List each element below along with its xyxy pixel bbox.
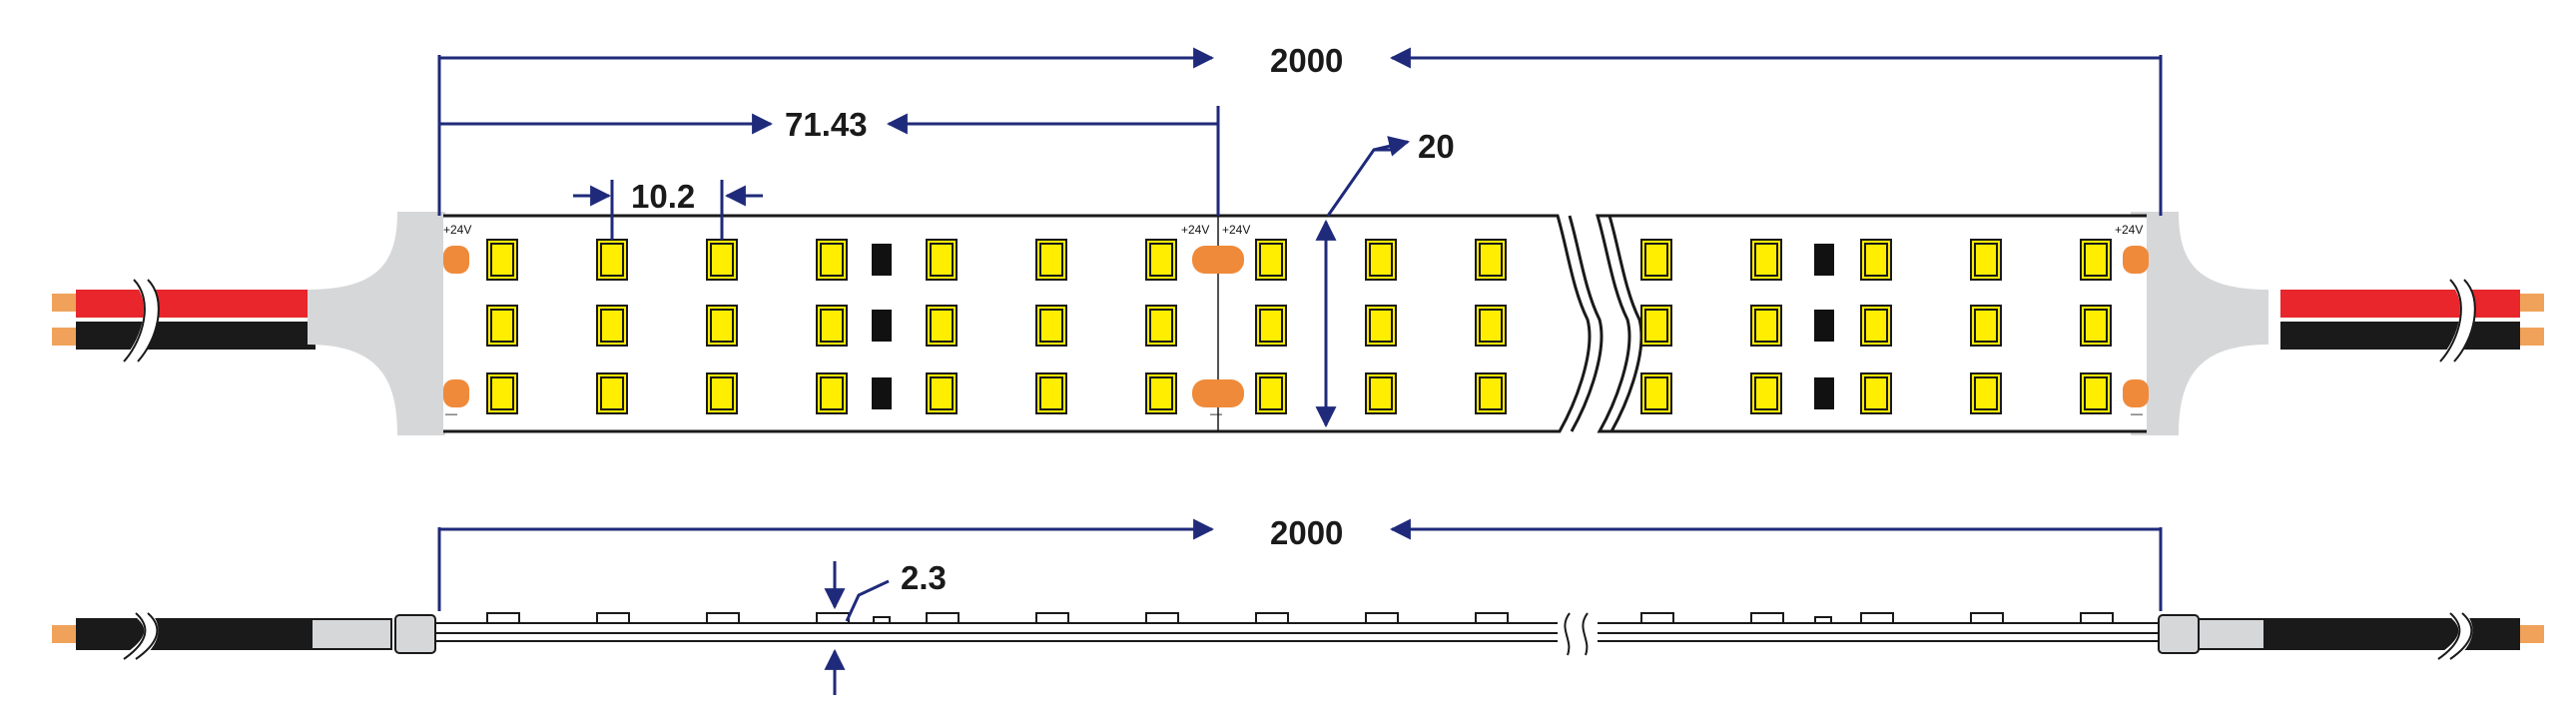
dim-total-side-label: 2000 [1270, 514, 1343, 551]
voltage-label-right: +24V [2115, 223, 2143, 237]
led-array-right [1640, 239, 2112, 414]
side-strip-profile [435, 612, 2159, 656]
dimension-led-pitch [573, 180, 763, 240]
voltage-label-left: +24V [443, 223, 471, 237]
black-wire [76, 322, 316, 350]
solder-pad [2123, 246, 2149, 274]
dim-thickness-label: 2.3 [901, 559, 947, 596]
left-end-cap [308, 212, 445, 435]
led-column [486, 239, 518, 414]
side-led-bumps [486, 612, 2114, 624]
led-array-left [486, 239, 1507, 414]
solder-pad [443, 246, 469, 274]
minus-label-right: — [2131, 406, 2143, 420]
minus-label-left: — [445, 406, 457, 420]
voltage-label-cut-left: +24V [1181, 223, 1209, 237]
dim-width-label: 20 [1418, 128, 1455, 165]
dimension-total-side [437, 518, 2163, 611]
right-end-cap [2131, 212, 2268, 435]
dim-total-top-label: 2000 [1270, 42, 1343, 79]
side-connector-left [311, 618, 392, 650]
voltage-label-cut-right: +24V [1222, 223, 1250, 237]
side-wire-right [2260, 618, 2520, 650]
right-wires [2280, 275, 2544, 366]
dimension-thickness [824, 561, 890, 695]
top-view: +24V +24V +24V +24V — — — [52, 42, 2544, 435]
left-wires [52, 275, 316, 366]
solder-pad [443, 379, 469, 407]
solder-pad [1192, 379, 1244, 407]
break-line-1 [1568, 215, 1604, 432]
dim-led-pitch-label: 10.2 [631, 178, 695, 215]
resistors [870, 242, 1836, 411]
red-wire [76, 290, 316, 318]
dimension-segment [439, 106, 1220, 216]
minus-label-cut: — [1210, 406, 1222, 420]
dimension-width [1315, 136, 1411, 428]
side-wire-left [76, 618, 316, 650]
solder-pad [1192, 246, 1244, 274]
solder-pad [2123, 379, 2149, 407]
dim-segment-label: 71.43 [785, 106, 868, 143]
break-line-2 [1608, 215, 1643, 432]
dimension-total-top [437, 47, 2163, 216]
side-view: 2000 2.3 [52, 514, 2544, 695]
